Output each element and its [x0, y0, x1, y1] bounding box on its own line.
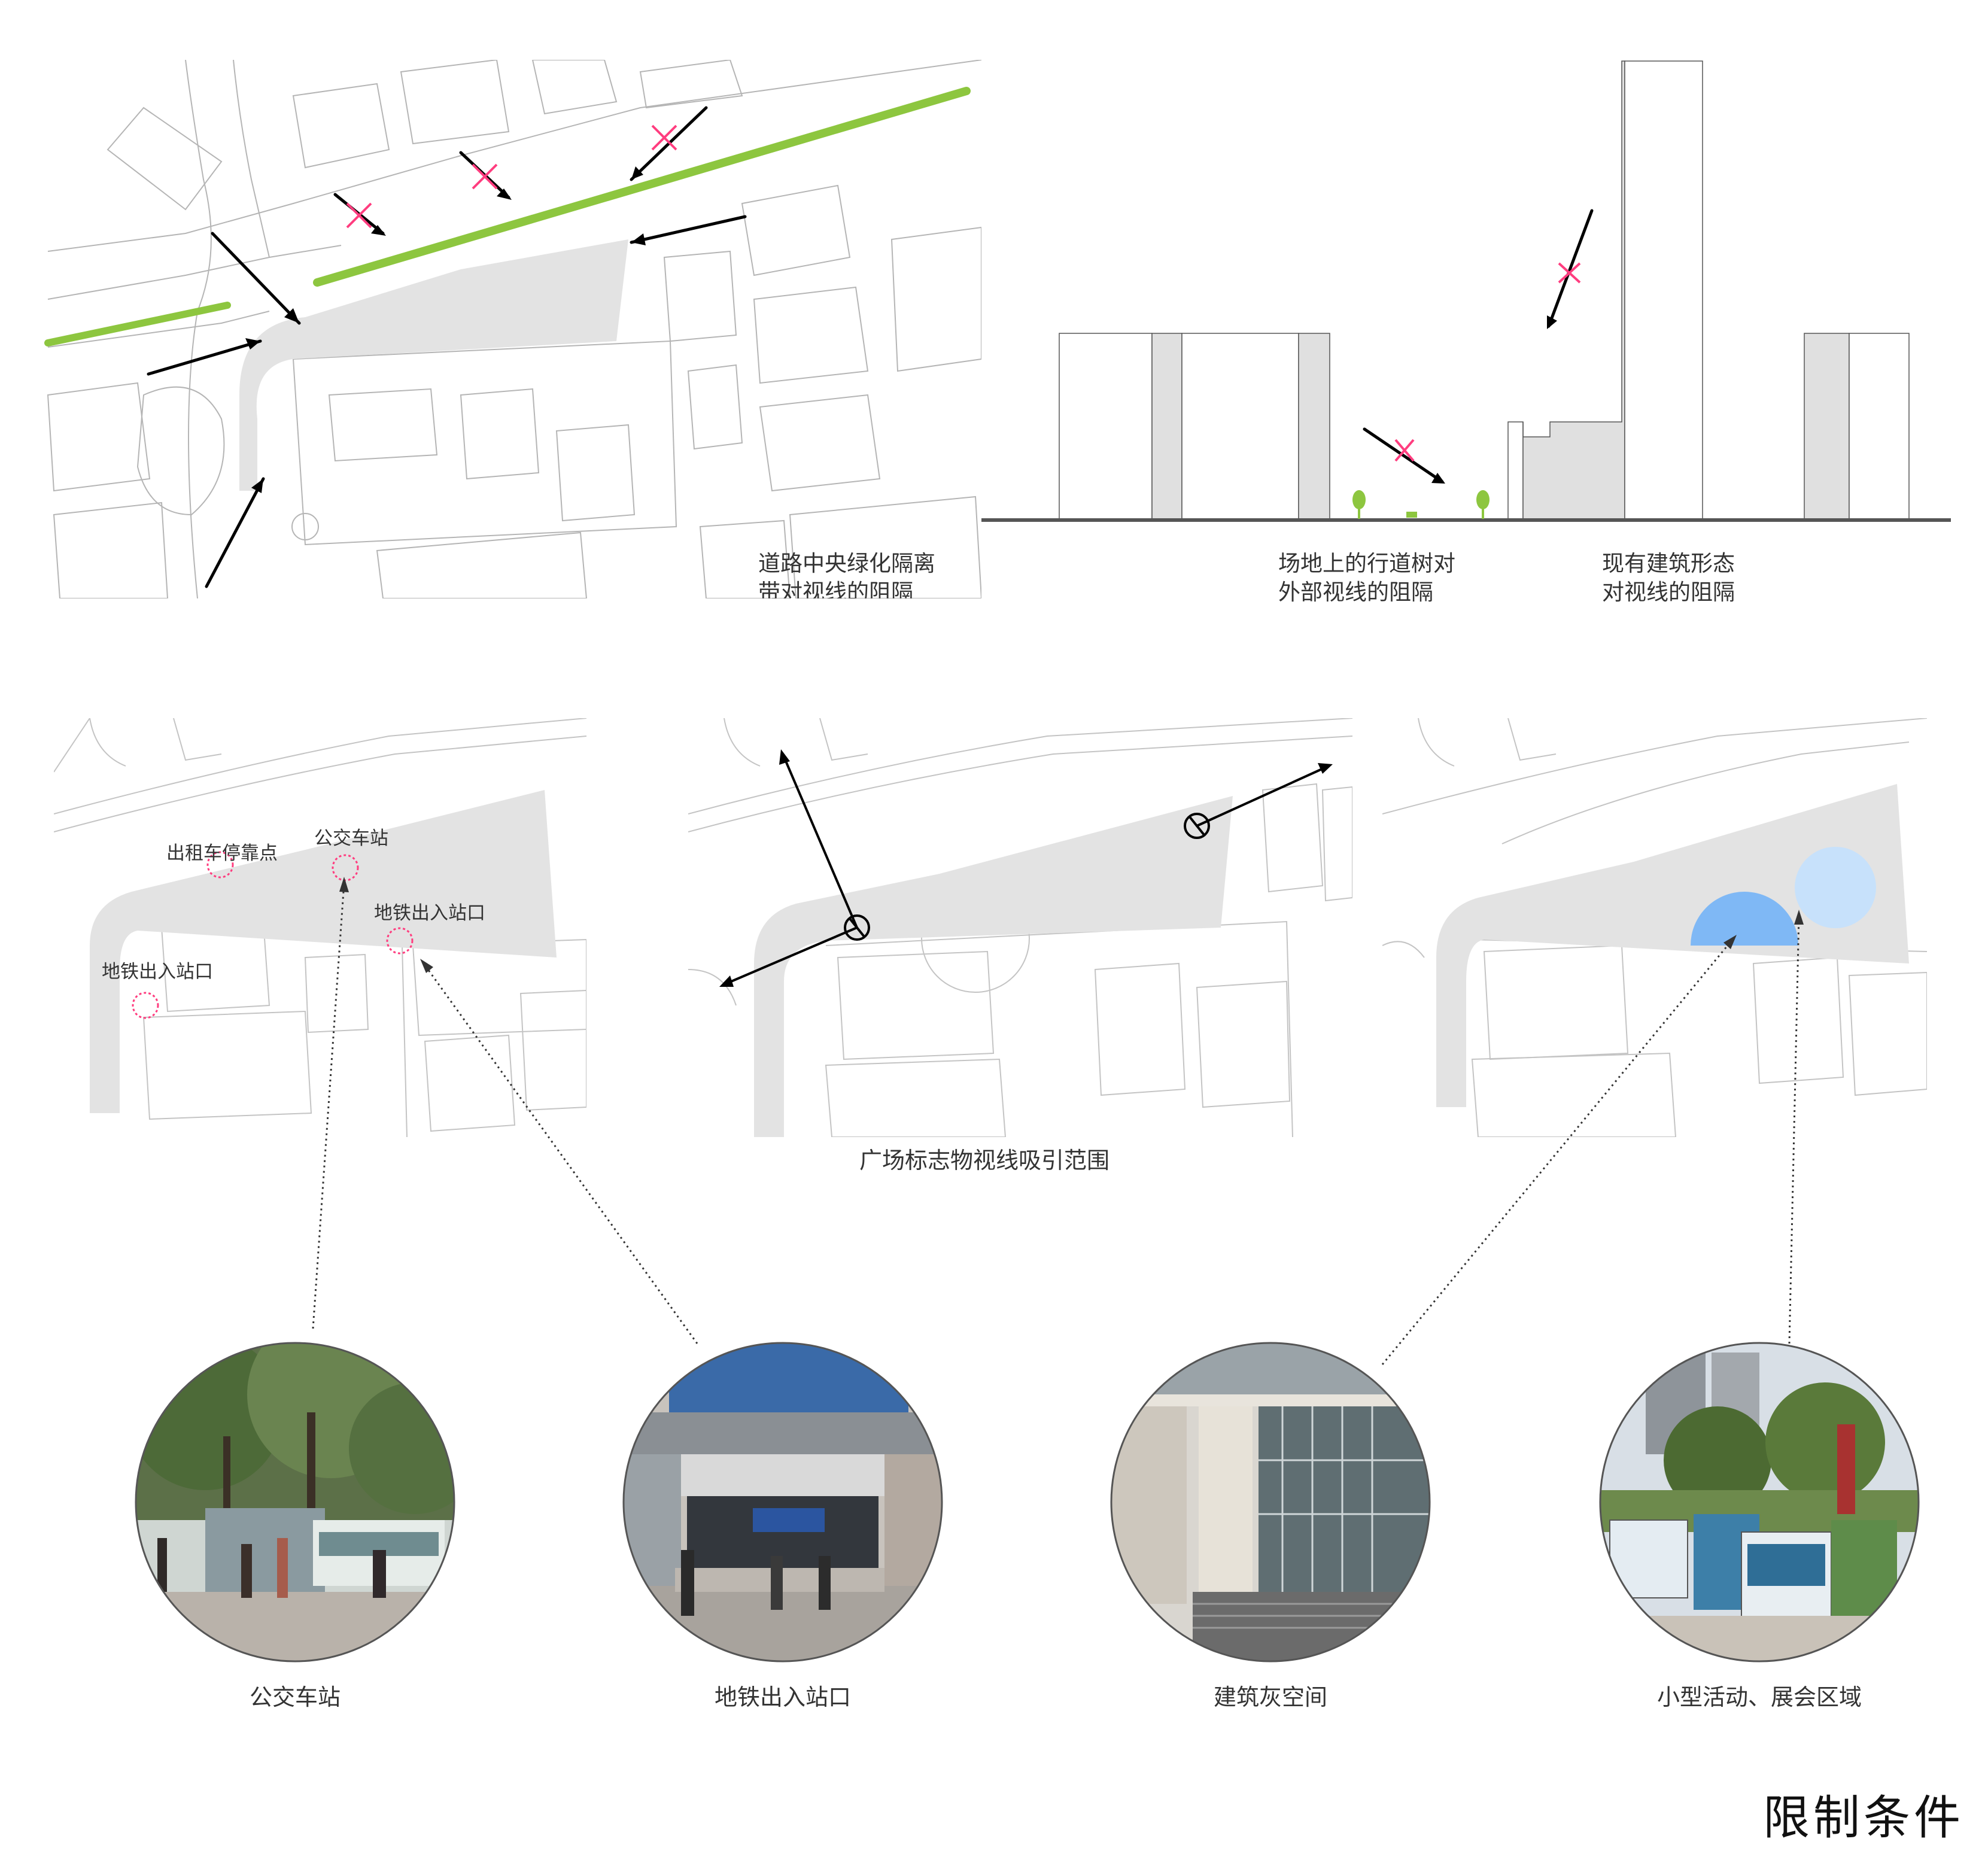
photo-label: 公交车站 — [249, 1684, 341, 1710]
plaza-area — [1436, 784, 1909, 1107]
ground-line — [981, 518, 1951, 522]
cross-marks — [346, 124, 677, 229]
section-diagram — [981, 60, 1951, 522]
exhibition-area-photo — [1599, 1342, 1920, 1663]
caption-line: 带对视线的阻隔 — [758, 579, 913, 598]
photo-label: 小型活动、展会区域 — [1656, 1684, 1862, 1710]
section-elevation-panel: 场地上的行道树对 外部视线的阻隔 现有建筑形态 对视线的阻隔 — [981, 54, 1951, 604]
trees-caption: 场地上的行道树对 外部视线的阻隔 — [1278, 549, 1455, 604]
metro-left-label: 地铁出入站口 — [102, 961, 213, 983]
metro-entrance-photo — [622, 1342, 943, 1663]
caption-line: 对视线的阻隔 — [1602, 579, 1735, 604]
activity-circle-blue — [1691, 892, 1798, 946]
green-belt-caption: 道路中央绿化隔离 带对视线的阻隔 — [758, 549, 935, 598]
caption-line: 现有建筑形态 — [1602, 551, 1735, 576]
green-belt-left — [44, 302, 231, 347]
green-belt-right — [313, 87, 971, 287]
street-trees — [1352, 490, 1490, 519]
transit-markers — [132, 851, 414, 1019]
bus-stop-photo — [135, 1342, 455, 1663]
metro-left-marker — [132, 992, 159, 1019]
caption-line: 场地上的行道树对 — [1278, 551, 1455, 576]
activity-map — [1382, 718, 1927, 1137]
activity-zones-panel — [1382, 718, 1927, 1137]
caption-line: 道路中央绿化隔离 — [758, 551, 935, 576]
landmark-sightlines-panel — [688, 718, 1352, 1137]
taxi-stop-marker — [206, 851, 234, 879]
landmark-marker-left — [844, 914, 870, 941]
page-title: 限制条件 — [1762, 1791, 1964, 1845]
landmark-marker-right — [1184, 813, 1210, 839]
plan-green-belt-panel: 道路中央绿化隔离 带对视线的阻隔 — [42, 60, 981, 598]
bus-stop-label: 公交车站 — [314, 828, 388, 849]
plaza-area — [239, 239, 628, 491]
transit-points-panel: 出租车停靠点 公交车站 地铁出入站口 地铁出入站口 — [54, 718, 586, 1137]
metro-right-label: 地铁出入站口 — [374, 902, 485, 924]
taxi-stop-label: 出租车停靠点 — [166, 843, 278, 864]
site-plan-map — [44, 60, 981, 598]
building-grey-space-photo — [1110, 1342, 1431, 1663]
landmark-caption: 广场标志物视线吸引范围 — [859, 1147, 1110, 1174]
bus-stop-marker — [332, 854, 359, 882]
photo-label: 地铁出入站口 — [714, 1684, 852, 1710]
plaza-area — [90, 790, 557, 1113]
plaza-area — [754, 796, 1233, 1137]
activity-circle-light-blue — [1795, 847, 1876, 928]
photo-label: 建筑灰空间 — [1213, 1684, 1328, 1710]
metro-right-marker — [386, 927, 414, 955]
sightline-map — [688, 718, 1352, 1137]
buildings-caption: 现有建筑形态 对视线的阻隔 — [1602, 549, 1735, 604]
transit-map — [54, 718, 586, 1137]
caption-line: 外部视线的阻隔 — [1278, 579, 1433, 604]
cross-marks — [1394, 262, 1581, 462]
